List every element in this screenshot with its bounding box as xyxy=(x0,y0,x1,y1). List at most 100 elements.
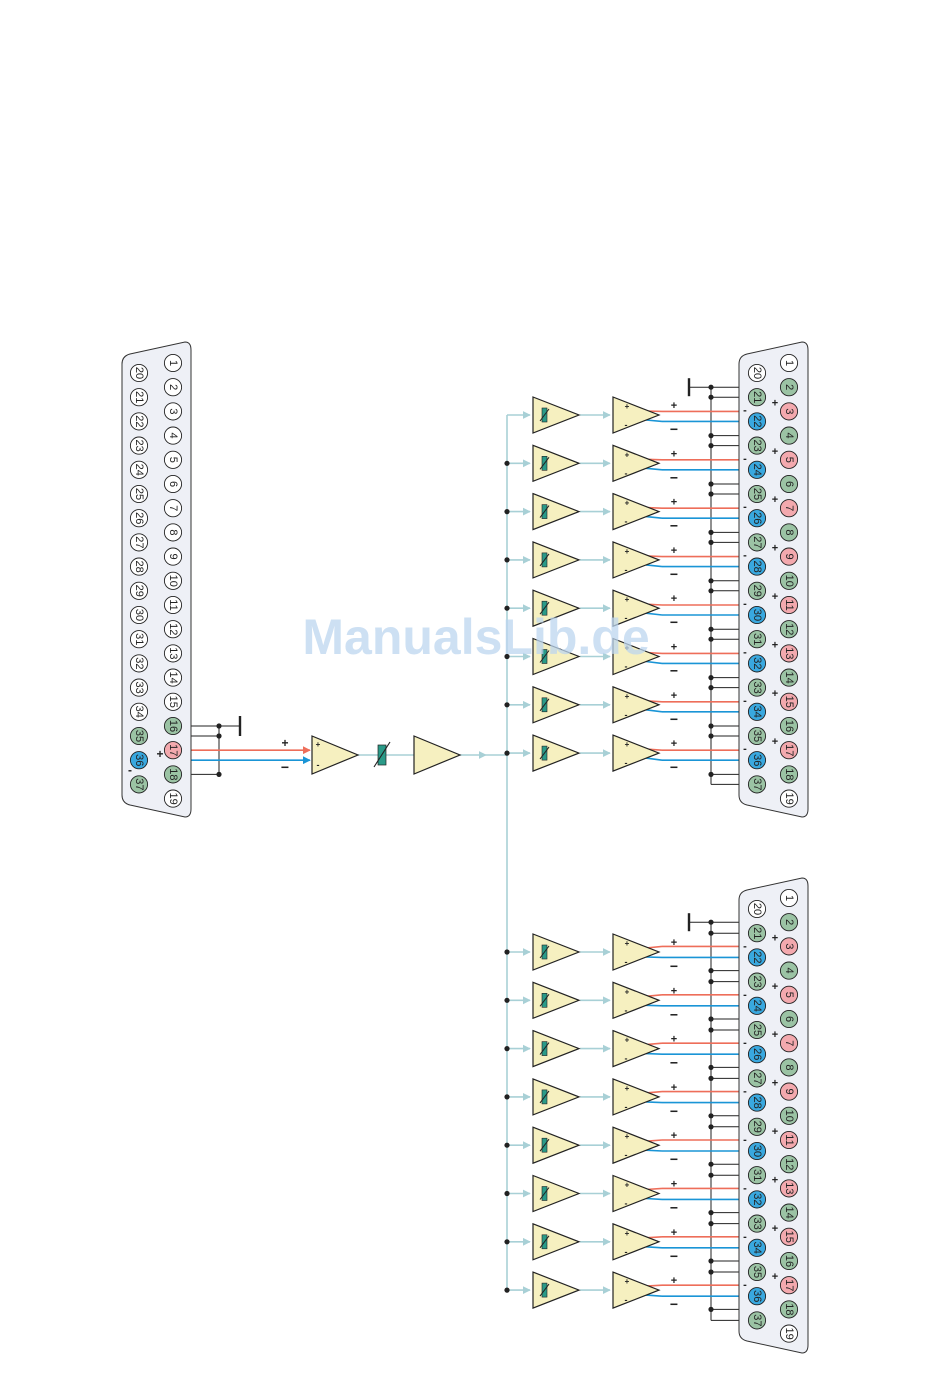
amplifier-layer: +-+-+-+-+-+-+-+-+-+-+-+-+-+-+-+-+- xyxy=(311,396,661,1309)
output-plus-label: + xyxy=(671,400,677,412)
differential-driver-amplifier: +- xyxy=(612,1029,661,1068)
connector-pin: 4 xyxy=(779,426,799,445)
connector-pin: 31 xyxy=(747,630,767,649)
junction-dot xyxy=(708,1064,714,1070)
pin-circle xyxy=(129,412,149,431)
pin-circle xyxy=(129,702,149,721)
pin-minus-label: - xyxy=(743,940,747,952)
output-negative-wire xyxy=(645,419,663,423)
driver-minus-mark: - xyxy=(625,1150,628,1160)
pin-circle xyxy=(747,630,767,649)
pin-circle xyxy=(779,571,799,590)
pin-number: 13 xyxy=(783,647,795,659)
connector-pin: 20 xyxy=(747,899,767,919)
output-plus-label: + xyxy=(671,1179,677,1191)
pin-number: 9 xyxy=(783,554,795,560)
connector-pin: 13 xyxy=(779,644,799,663)
receiver-plus-mark: + xyxy=(316,740,321,749)
junction-dot xyxy=(708,930,714,936)
junction-dot xyxy=(708,481,714,487)
pin-circle xyxy=(747,1020,767,1040)
junction-dot xyxy=(504,557,510,563)
differential-driver-amplifier: +- xyxy=(612,734,661,772)
driver-plus-mark: + xyxy=(625,1132,630,1141)
connector-pin: 30 xyxy=(747,1141,767,1161)
driver-plus-mark: + xyxy=(625,939,630,948)
connector-pin: 22 xyxy=(747,948,767,967)
pin-circle xyxy=(779,1300,799,1319)
pin-circle xyxy=(747,948,767,967)
amplifier-triangle xyxy=(532,1174,581,1213)
amplifier-triangle xyxy=(532,1222,581,1261)
connector-pin: 33 xyxy=(747,678,767,697)
connector-pin: 18 xyxy=(779,765,799,784)
pin-number: 33 xyxy=(751,1217,763,1229)
pin-circle xyxy=(747,533,767,552)
connector-layer: 1234567891011121314151617181920212223242… xyxy=(121,341,809,1354)
pin-number: 6 xyxy=(783,1016,795,1022)
amplifier-triangle xyxy=(612,734,661,772)
pin-number: 27 xyxy=(751,536,763,548)
connector-pin: 1 xyxy=(163,353,183,373)
connector-pin: 12 xyxy=(163,620,183,639)
pin-circle xyxy=(163,789,183,808)
pin-number: 20 xyxy=(751,903,763,915)
pin-number: 13 xyxy=(783,1182,795,1194)
pin-circle xyxy=(779,1058,799,1077)
driver-plus-mark: + xyxy=(625,644,630,653)
pin-plus-label: + xyxy=(772,932,778,944)
pin-number: 5 xyxy=(783,992,795,998)
output-negative-wire xyxy=(645,467,663,471)
gain-amplifier xyxy=(532,396,581,434)
pin-circle xyxy=(779,741,799,760)
pin-plus-label: + xyxy=(772,591,778,603)
connector-pin: 16 xyxy=(779,716,799,736)
output-minus-label: − xyxy=(670,566,678,582)
pin-number: 3 xyxy=(783,943,795,949)
gain-trim-arrow-icon xyxy=(539,1187,550,1200)
pin-number: 24 xyxy=(751,1000,763,1012)
driver-minus-mark: - xyxy=(625,758,628,768)
connector-pin: 14 xyxy=(163,668,183,687)
pin-plus-label: + xyxy=(772,1078,778,1090)
connector-pin: 36 xyxy=(747,751,767,770)
pin-circle xyxy=(163,741,183,760)
input-minus-label: − xyxy=(281,759,289,775)
junction-dot xyxy=(504,949,510,955)
connector-pin: 11 xyxy=(163,595,183,615)
differential-driver-amplifier: +- xyxy=(612,1222,661,1261)
pin-number: 20 xyxy=(751,367,763,379)
junction-dot xyxy=(708,685,714,691)
gain-amplifier xyxy=(532,589,581,628)
gain-trim-arrow-icon xyxy=(539,746,550,760)
junction-dot xyxy=(708,675,714,681)
junction-dot xyxy=(504,1287,510,1293)
amplifier-triangle xyxy=(532,1271,581,1309)
connector-pin: 37 xyxy=(747,775,767,794)
pin-circle xyxy=(129,726,149,746)
pin-circle xyxy=(747,1287,767,1306)
driver-minus-mark: - xyxy=(625,517,628,527)
output-minus-label: − xyxy=(670,518,678,534)
pin-circle xyxy=(163,692,183,711)
junction-dot xyxy=(708,979,714,985)
pin-minus-label: - xyxy=(743,598,747,610)
pin-circle xyxy=(779,1203,799,1222)
pin-number: 36 xyxy=(751,754,763,766)
pin-number: 31 xyxy=(751,633,763,645)
pin-plus-label: + xyxy=(772,688,778,700)
differential-driver-amplifier: +- xyxy=(612,492,661,531)
connector-pin: 36 xyxy=(129,751,149,770)
gain-trim-arrow-icon xyxy=(539,1138,550,1152)
pin-number: 31 xyxy=(133,633,145,645)
pin-circle xyxy=(747,1141,767,1161)
driver-plus-mark: + xyxy=(625,499,630,508)
pin-number: 32 xyxy=(133,657,145,669)
connector-pin: 14 xyxy=(779,1203,799,1222)
junction-dot xyxy=(708,1306,714,1312)
pin-number: 14 xyxy=(167,671,179,683)
amplifier-triangle xyxy=(612,589,661,628)
driver-minus-mark: - xyxy=(625,468,628,478)
connector-pin: 33 xyxy=(129,678,149,697)
junction-dot xyxy=(504,509,510,515)
